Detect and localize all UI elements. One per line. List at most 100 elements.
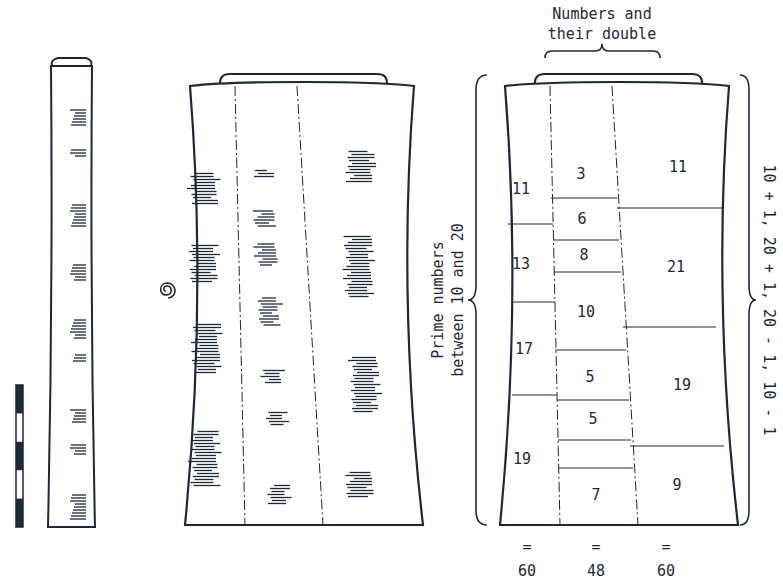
bone-schematic (500, 74, 738, 525)
tally-mark (353, 375, 379, 376)
annotation-title: Numbers and their double (540, 5, 665, 44)
tally-mark (194, 372, 216, 373)
tally-mark (351, 381, 374, 382)
tally-mark (348, 166, 376, 167)
tally-mark (192, 458, 216, 459)
bone-face-view (185, 74, 423, 525)
tally-mark (193, 197, 211, 198)
tally-mark (346, 181, 372, 182)
tally-mark (266, 418, 282, 419)
tally-mark (350, 481, 372, 482)
tally-mark (71, 444, 86, 445)
annotation-left: Prime numbers between 10 and 20 (429, 211, 468, 389)
tally-mark (192, 449, 215, 450)
tally-mark (346, 248, 367, 249)
top-brace (545, 44, 660, 58)
tally-mark (258, 216, 275, 217)
tally-mark (190, 260, 215, 261)
tally-mark (196, 191, 217, 192)
tally-mark (195, 275, 218, 276)
tally-mark (353, 366, 378, 367)
tally-mark (348, 496, 368, 497)
tally-mark (353, 402, 371, 403)
column-sum: 60 (657, 562, 675, 582)
tally-mark (350, 472, 371, 473)
tally-mark (70, 409, 86, 410)
tally-mark (70, 109, 86, 110)
tally-mark (350, 296, 369, 297)
tally-mark (274, 485, 290, 486)
tally-mark (195, 339, 217, 340)
tally-mark (74, 453, 86, 454)
tally-mark (198, 263, 216, 264)
tally-mark (75, 155, 86, 156)
tally-mark (346, 484, 372, 485)
tally-mark (260, 264, 272, 265)
tally-mark (191, 185, 215, 186)
tally-mark (192, 281, 212, 282)
tally-mark (347, 275, 371, 276)
tally-count: 8 (579, 246, 588, 266)
tally-mark (71, 328, 86, 329)
tally-mark (354, 478, 372, 479)
tally-mark (268, 503, 286, 504)
tally-mark (349, 251, 374, 252)
tally-mark (197, 473, 219, 474)
tally-mark (70, 500, 86, 501)
tally-mark (192, 245, 219, 246)
tally-mark (350, 254, 368, 255)
tally-count: 13 (512, 255, 530, 275)
tally-mark (195, 479, 214, 480)
tally-mark (356, 396, 377, 397)
tally-mark (258, 243, 275, 244)
tally-mark (352, 163, 376, 164)
tally-mark (73, 360, 86, 361)
tally-mark (72, 512, 86, 513)
tally-mark (75, 112, 86, 113)
column-sum: 60 (518, 562, 536, 582)
tally-mark (357, 372, 379, 373)
tally-mark (193, 248, 213, 249)
tally-mark (192, 194, 217, 195)
tally-mark (193, 476, 219, 477)
tally-mark (191, 440, 213, 441)
tally-mark (344, 245, 372, 246)
tally-mark (75, 503, 86, 504)
tally-mark (188, 461, 216, 462)
tally-mark (193, 327, 221, 328)
tally-mark (272, 500, 286, 501)
tally-mark (72, 204, 86, 205)
tally-mark (72, 421, 86, 422)
tally-mark (265, 373, 280, 374)
tally-mark (348, 487, 367, 488)
tally-mark (189, 251, 213, 252)
tally-mark (74, 337, 86, 338)
tally-mark (194, 434, 219, 435)
tally-mark (70, 152, 86, 153)
tally-mark (192, 360, 220, 361)
tally-count: 3 (576, 165, 585, 185)
tally-mark (258, 300, 276, 301)
tally-mark (259, 261, 278, 262)
tally-mark (352, 281, 373, 282)
tally-mark (197, 366, 222, 367)
tally-mark (352, 357, 376, 358)
tally-mark (348, 157, 375, 158)
tally-mark (254, 176, 274, 177)
side-tally-marks (70, 110, 86, 519)
tally-mark (356, 405, 378, 406)
tally-mark (194, 485, 221, 486)
tally-mark (73, 118, 86, 119)
braces (468, 44, 756, 525)
tally-mark (348, 293, 374, 294)
tally-mark (195, 452, 222, 453)
tally-mark (195, 437, 213, 438)
tally-mark (258, 252, 276, 253)
tally-mark (197, 324, 221, 325)
tally-mark (72, 222, 86, 223)
tally-count: 9 (672, 476, 681, 496)
tally-mark (75, 213, 86, 214)
tally-mark (194, 179, 221, 180)
tally-mark (258, 225, 276, 226)
tally-count: 17 (515, 340, 533, 360)
